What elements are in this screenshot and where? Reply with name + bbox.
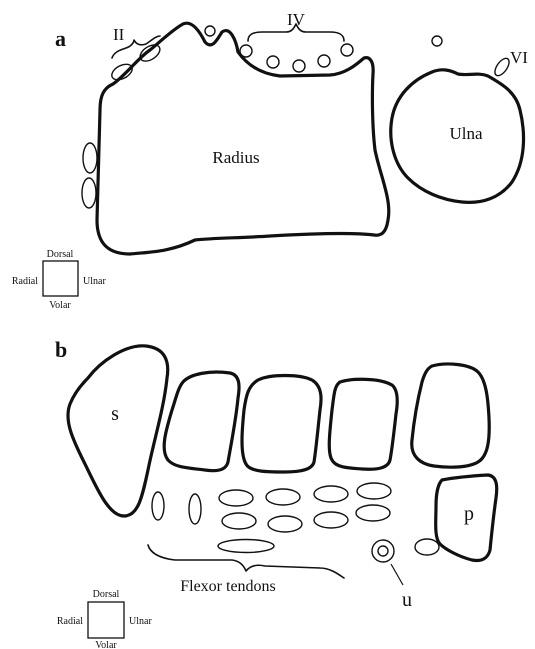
compartment-iv: IV xyxy=(240,10,353,72)
compartment-ii-tendon xyxy=(109,61,135,83)
orientation-ulnar-label: Ulnar xyxy=(83,276,106,287)
carpal-bone xyxy=(242,376,321,473)
tendon-ellipse xyxy=(82,178,96,208)
compartment-vi-tendon xyxy=(492,56,512,78)
ulnar-structure: u xyxy=(372,540,412,611)
compartment-ii-label: II xyxy=(113,25,125,44)
compartment-iv-tendon xyxy=(267,56,279,68)
scaphoid-bone xyxy=(68,346,168,516)
ulnar-structure-outer xyxy=(372,540,394,562)
flexor-tendons-brace xyxy=(148,545,344,578)
carpal-bone xyxy=(164,372,239,471)
panel-b-letter: b xyxy=(55,337,67,362)
compartment-iv-tendon xyxy=(293,60,305,72)
orientation-dorsal-label: Dorsal xyxy=(47,249,74,260)
orientation-ulnar-label: Ulnar xyxy=(129,616,152,627)
flexor-tendon xyxy=(268,516,302,532)
ulnar-pointer-line xyxy=(391,564,403,585)
pisiform-label: p xyxy=(464,503,474,525)
radius-label: Radius xyxy=(212,148,259,167)
tendon-ellipse xyxy=(415,539,439,555)
compartment-vi: VI xyxy=(492,48,528,78)
orientation-radial-label: Radial xyxy=(57,616,83,627)
flexor-tendon xyxy=(218,540,274,553)
orientation-volar-label: Volar xyxy=(49,300,71,311)
orientation-volar-label: Volar xyxy=(95,640,117,649)
flexor-tendon xyxy=(152,492,164,520)
flexor-tendon xyxy=(219,490,253,506)
compartment-iv-tendon xyxy=(341,44,353,56)
flexor-tendon xyxy=(266,489,300,505)
ulnar-label: u xyxy=(402,589,412,611)
orientation-key-box xyxy=(88,602,124,638)
orientation-key-box xyxy=(43,261,78,296)
orientation-key-a: Dorsal Radial Ulnar Volar xyxy=(12,249,107,311)
scaphoid-label: s xyxy=(111,403,119,425)
flexor-tendon xyxy=(314,512,348,528)
tendon-ellipse xyxy=(83,143,97,173)
flexor-tendon xyxy=(222,513,256,529)
panel-a: a Radius Ulna II IV VI xyxy=(12,10,528,311)
compartment-ii: II xyxy=(109,25,163,83)
compartment-iv-label: IV xyxy=(287,10,306,29)
orientation-radial-label: Radial xyxy=(12,276,38,287)
orientation-dorsal-label: Dorsal xyxy=(93,589,120,600)
panel-a-letter: a xyxy=(55,26,66,51)
compartment-iv-tendon xyxy=(318,55,330,67)
compartment-iv-tendon xyxy=(240,45,252,57)
flexor-tendon xyxy=(189,494,201,524)
flexor-tendon-group xyxy=(152,483,391,553)
ulnar-structure-inner xyxy=(378,546,388,556)
carpal-bone xyxy=(412,364,489,467)
carpal-bone xyxy=(329,379,397,469)
tendon-circle xyxy=(205,26,215,36)
flexor-tendon xyxy=(356,505,390,521)
ulna-label: Ulna xyxy=(449,124,483,143)
flexor-tendon xyxy=(357,483,391,499)
compartment-vi-label: VI xyxy=(510,48,528,67)
orientation-key-b: Dorsal Radial Ulnar Volar xyxy=(57,589,153,649)
panel-b: b s p Flexor tendons xyxy=(55,337,497,649)
flexor-tendon xyxy=(314,486,348,502)
flexor-tendons-label: Flexor tendons xyxy=(180,578,276,595)
tendon-circle xyxy=(432,36,442,46)
